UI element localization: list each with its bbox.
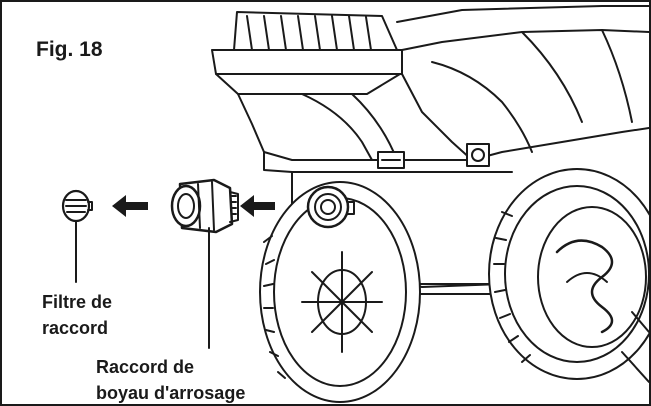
right-wheel — [488, 168, 649, 383]
coupling-label-line1: Raccord de — [96, 357, 195, 377]
filter-label-line2: raccord — [42, 318, 109, 338]
figure-title: Fig. 18 — [36, 38, 103, 61]
arrow-left-icon — [112, 195, 148, 217]
water-inlet-port — [306, 185, 355, 229]
left-wheel — [259, 181, 421, 403]
hose-coupling-part — [170, 178, 239, 234]
coupling-label: Raccord de boyau d'arrosage — [96, 354, 246, 404]
arrow-left-icon — [240, 195, 275, 217]
handle-assembly — [211, 11, 403, 95]
coupling-label-line2: boyau d'arrosage — [96, 383, 246, 403]
filter-label-line1: Filtre de — [42, 292, 113, 312]
coupling-filter-part — [61, 189, 93, 223]
filter-label: Filtre de raccord — [42, 289, 112, 341]
machine-body — [237, 5, 649, 173]
